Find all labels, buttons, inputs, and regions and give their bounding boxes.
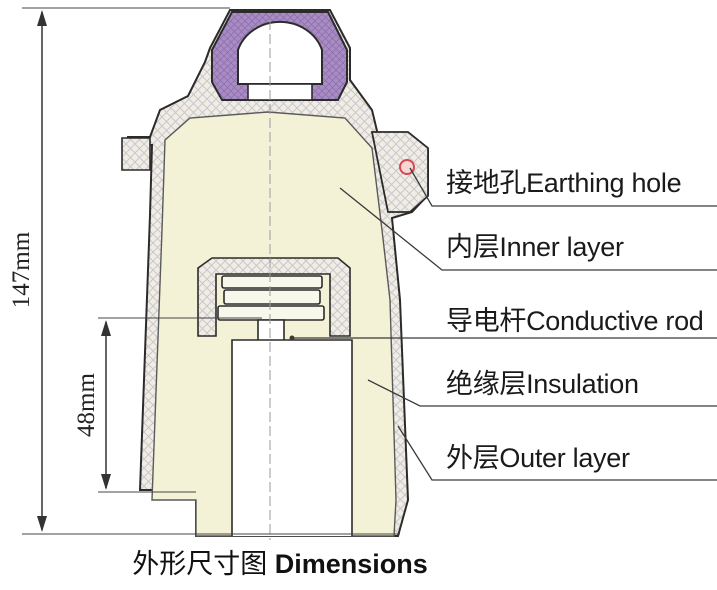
callout-conductive-rod: 导电杆Conductive rod [446,306,704,336]
leader-inner [339,187,717,271]
callout-earthing-hole: 接地孔Earthing hole [446,168,682,198]
caption-chinese: 外形尺寸图 [132,549,268,580]
rod-collar [223,289,321,305]
leader-insulation [367,379,717,407]
leader-earthing [409,167,717,207]
left-flange [121,137,151,171]
earthing-hole-mark [399,159,415,175]
cap-plug [247,83,313,101]
leader-lines [292,167,717,481]
leader-outer [397,425,717,481]
conductor-housing [197,257,351,337]
dimension-total: 147mm [8,7,400,535]
callout-insulation: 绝缘层Insulation [446,369,639,399]
callout-inner-layer: 内层Inner layer [446,232,624,262]
callout-outer-layer: 外层Outer layer [446,443,630,473]
cap-cavity [237,20,323,85]
rod-head [221,275,323,289]
bottom-hollow [231,339,353,536]
total-height-label: 147mm [8,231,35,308]
dimension-rod: 48mm [73,317,262,493]
earthing-boss [370,131,429,213]
figure-caption: 外形尺寸图 Dimensions [0,549,560,580]
caption-english: Dimensions [274,549,428,579]
rod-height-label: 48mm [73,373,100,437]
